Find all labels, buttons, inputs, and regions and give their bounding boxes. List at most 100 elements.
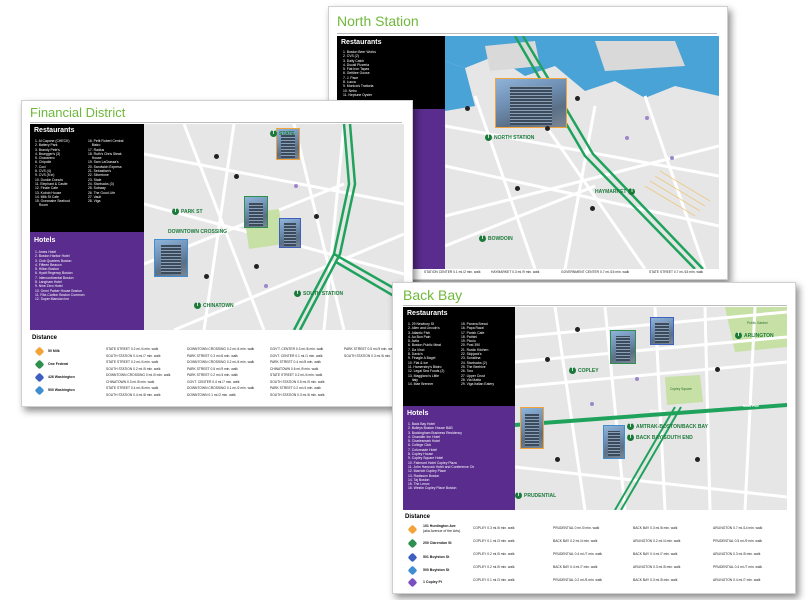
restaurant-item: 18. Pathini bbox=[461, 334, 478, 339]
distance-cell: PARK STREET 0.5 mi./9 min. walk bbox=[187, 366, 238, 371]
distance-cell: ARLINGTON 0.2 mi./4 min. walk bbox=[633, 539, 681, 543]
location-pin-icon bbox=[34, 346, 45, 357]
distance-cell: COPLEY 0.1 mi./3 min. walk bbox=[473, 578, 515, 582]
location-pin-icon bbox=[34, 359, 45, 370]
distance-cell: BACK BAY 0.3 mi./6 min. walk bbox=[633, 526, 678, 530]
distance-cell: PRUDENTIAL 0.4 mi./7 min. walk bbox=[713, 565, 762, 569]
map-marker bbox=[590, 206, 595, 211]
financial-photo-2 bbox=[244, 196, 268, 228]
restaurant-item: 27. Vault bbox=[88, 194, 102, 199]
backbay-distance-heading: Distance bbox=[405, 514, 431, 520]
copley-square-label: Copley Square bbox=[670, 387, 692, 391]
restaurant-item: 11. Hamersley's Bistro bbox=[408, 364, 442, 369]
restaurant-item: 19. Sam LaGrassa's bbox=[88, 160, 119, 165]
restaurant-item: 25. Subway bbox=[88, 186, 106, 191]
restaurant-item: 3. Atlantic Fish bbox=[408, 330, 431, 335]
hotel-item: 6. College Club bbox=[408, 443, 432, 448]
restaurant-item: 15. Panera Bread bbox=[461, 322, 488, 326]
hotel-item: 7. Intercontinental Boston bbox=[35, 275, 74, 280]
distance-cell: PARK STREET 0.4 mi./8 min. walk bbox=[270, 360, 321, 364]
restaurant-item: 16. Papa Razzi bbox=[461, 326, 484, 331]
restaurant-item: 24. Starbucks (3) bbox=[88, 181, 114, 186]
restaurant-item: 10. Nebo bbox=[343, 88, 357, 93]
map-poi bbox=[625, 136, 629, 140]
distance-cell: PARK STREET 0.5 mi./9 min. walk bbox=[344, 347, 395, 351]
restaurant-item: 5. Chacarero bbox=[35, 156, 55, 161]
restaurant-item: 12. Finale Cafe bbox=[35, 186, 58, 191]
distance-cell: COPLEY 0.2 mi./5 min. walk bbox=[473, 565, 515, 569]
map-marker bbox=[465, 106, 470, 111]
restaurant-item: 9. CVS (5 in) bbox=[35, 173, 55, 178]
restaurant-item: 7. Da Vinci bbox=[408, 347, 425, 352]
restaurant-item: 3. Brandy Pete's bbox=[35, 147, 60, 152]
t-icon: T bbox=[515, 492, 522, 499]
hotel-item: 8. Copley House bbox=[408, 452, 434, 457]
north-station-photo bbox=[495, 78, 567, 128]
restaurant-item: 10. Flat & Ice bbox=[408, 360, 428, 365]
hotel-item: 6. Hyatt Regency Boston bbox=[35, 271, 73, 276]
restaurant-item: 15. Oceanaire Seafood bbox=[35, 199, 70, 204]
restaurant-item: 17. Radius bbox=[88, 147, 105, 152]
t-icon: T bbox=[270, 130, 277, 137]
distance-cell: PARK STREET 0.2 mi./4 min. walk bbox=[270, 386, 321, 390]
restaurant-item: 6. Chipotle bbox=[35, 160, 52, 165]
restaurant-item: 1. 29 Newbury St bbox=[408, 322, 435, 326]
restaurant-item: Room bbox=[35, 203, 48, 208]
restaurant-item: 13. Kobob House bbox=[35, 190, 62, 195]
location-label: 50 Milk bbox=[48, 349, 60, 353]
financial-district-title: Financial District bbox=[30, 105, 126, 120]
hotels-heading: Hotels bbox=[34, 237, 56, 244]
restaurant-item: 26. The Good Life bbox=[88, 190, 116, 195]
t-icon: T bbox=[479, 235, 486, 242]
location-label: 426 Washington bbox=[48, 375, 75, 379]
map-marker bbox=[545, 357, 550, 362]
title-rule bbox=[403, 305, 787, 306]
location-pin-icon bbox=[407, 524, 418, 535]
hotel-item: 5. Charlesmark Hotel bbox=[408, 439, 440, 444]
hotel-item: 13. Radisson Boston bbox=[408, 473, 440, 478]
map-marker bbox=[234, 174, 239, 179]
backbay-photo-2 bbox=[650, 317, 674, 345]
hotel-item: 14. Taj Boston bbox=[408, 477, 430, 482]
map-poi bbox=[590, 402, 594, 406]
restaurants-heading: Restaurants bbox=[407, 310, 448, 317]
distance-cell: SOUTH STATION 0.4 mi./7 min. walk bbox=[106, 353, 161, 358]
hotel-item: 5. Hilton Boston bbox=[35, 267, 59, 272]
restaurant-item: 2. Allen and Lincoln's bbox=[408, 326, 440, 331]
distance-cell: GOVT. CENTER 0.4 mi./7 min. walk bbox=[187, 379, 240, 384]
restaurant-item: 6. Boston Public Meat bbox=[408, 343, 441, 348]
t-icon: T bbox=[294, 290, 301, 297]
hotel-item: 15. The Lenox bbox=[408, 482, 430, 487]
map-marker bbox=[204, 274, 209, 279]
restaurant-item: 2. Battery Park bbox=[35, 143, 58, 148]
north-footer-3: GOVERNMENT CENTER 0.7 mi./15 min. walk bbox=[561, 270, 630, 274]
hotel-item: 1. Back Bay Hotel bbox=[408, 422, 435, 426]
backbay-photo-1 bbox=[610, 330, 636, 364]
restaurant-item: 20. Post 390 bbox=[461, 343, 481, 348]
mass-pike-label: Mass Pike bbox=[650, 409, 666, 413]
restaurant-item: 4. Au Bon Pain bbox=[408, 334, 431, 339]
hotel-item: 10. Fairmont Hotel Copley Plaza bbox=[408, 460, 457, 465]
restaurant-item: Bistro bbox=[88, 143, 101, 148]
distance-cell: DOWNTOWN CROSSING 0 mi./0 min. walk bbox=[106, 373, 171, 377]
map-marker bbox=[314, 214, 319, 219]
hotel-item: 4. Fifteen Beacon bbox=[35, 262, 62, 267]
distance-cell: BACK BAY 0.4 mi./7 min. walk bbox=[553, 565, 598, 569]
hotel-item: 3. Club Quarters Boston bbox=[35, 258, 72, 263]
restaurant-item: 28. Viga bbox=[88, 199, 101, 204]
map-marker bbox=[575, 327, 580, 332]
hotel-item: 3. Buckingham Business Residency bbox=[408, 430, 462, 435]
map-poi bbox=[645, 116, 649, 120]
location-label: One Federal bbox=[48, 362, 69, 366]
distance-cell: DOWNTOWN CROSSING 0.2 mi./4 min. walk bbox=[187, 360, 255, 364]
